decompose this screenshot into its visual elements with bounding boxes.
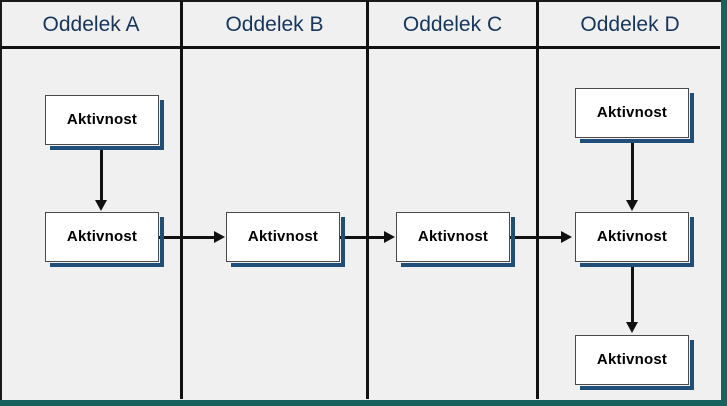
activity-node-d1-label: Aktivnost [596, 104, 668, 121]
activity-node-b1[interactable]: Aktivnost [226, 212, 345, 267]
activity-node-a2-label: Aktivnost [66, 228, 138, 245]
connector-b1-c1 [340, 236, 390, 239]
frame-bottom-border [0, 400, 727, 406]
lane-title-d: Oddelek D [580, 13, 680, 36]
activity-node-a1[interactable]: Aktivnost [45, 95, 164, 150]
activity-node-d3-label: Aktivnost [596, 351, 668, 368]
activity-node-d1[interactable]: Aktivnost [575, 88, 694, 143]
lane-title-a: Oddelek A [42, 13, 140, 36]
lane-divider-a-b [180, 1, 183, 399]
activity-node-d2[interactable]: Aktivnost [575, 212, 694, 267]
connector-d2-d3 [631, 266, 634, 328]
arrowhead-a2-b1-icon [214, 231, 225, 243]
connector-c1-d2 [510, 236, 567, 239]
arrowhead-d2-d3-icon [626, 322, 638, 333]
arrowhead-d1-d2-icon [626, 200, 638, 211]
lane-divider-b-c [366, 1, 369, 399]
activity-node-a1-label: Aktivnost [66, 111, 138, 128]
frame-right-border [721, 0, 727, 406]
frame-left-border [0, 0, 2, 406]
arrowhead-a1-a2-icon [95, 200, 107, 211]
arrowhead-c1-d2-icon [561, 231, 572, 243]
lane-title-b: Oddelek B [225, 13, 324, 36]
lane-header-separator [1, 46, 720, 49]
connector-a2-b1 [159, 236, 219, 239]
frame-top-border [0, 0, 727, 2]
connector-d1-d2 [631, 142, 634, 206]
activity-node-c1-label: Aktivnost [417, 228, 489, 245]
connector-a1-a2 [100, 149, 103, 202]
activity-node-d3[interactable]: Aktivnost [575, 335, 694, 390]
lane-divider-c-d [536, 1, 539, 399]
arrowhead-b1-c1-icon [384, 231, 395, 243]
activity-node-b1-label: Aktivnost [247, 228, 319, 245]
activity-node-a2[interactable]: Aktivnost [45, 212, 164, 267]
activity-node-d2-label: Aktivnost [596, 228, 668, 245]
activity-node-c1[interactable]: Aktivnost [396, 212, 515, 267]
lane-title-c: Oddelek C [402, 13, 503, 36]
